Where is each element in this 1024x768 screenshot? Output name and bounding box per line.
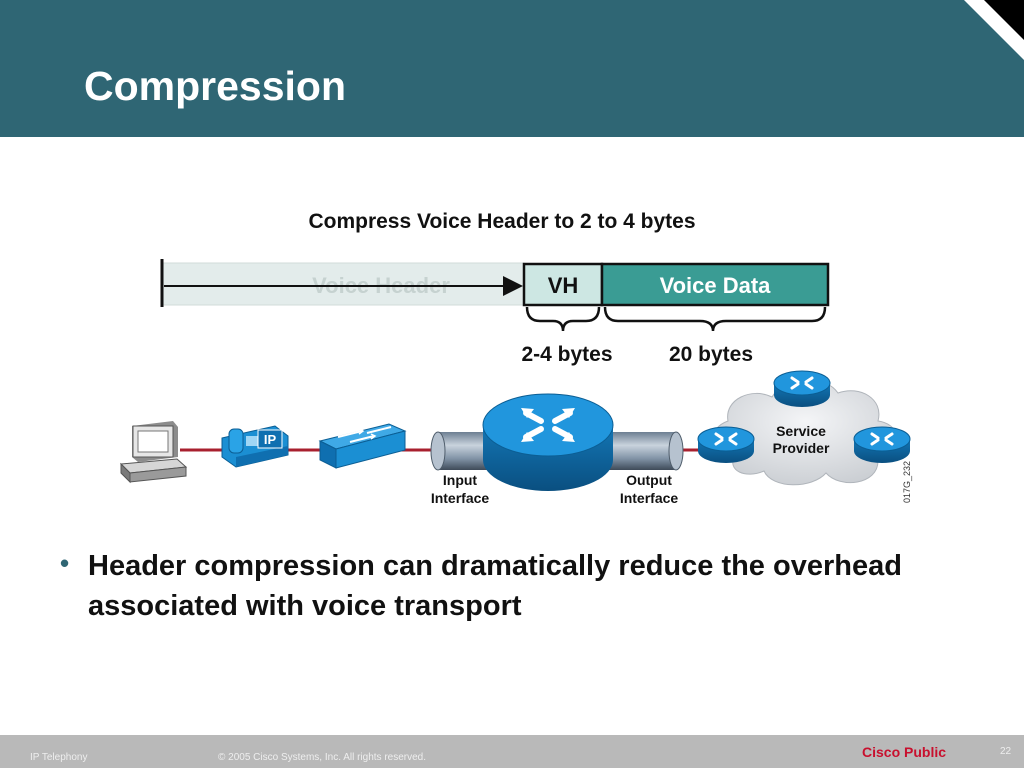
bullet-item: • Header compression can dramatically re… [60, 546, 940, 626]
phone-badge: IP [264, 432, 277, 447]
cloud-icon [713, 378, 899, 486]
data-size-brace [603, 306, 827, 332]
footer-copyright: © 2005 Cisco Systems, Inc. All rights re… [218, 752, 427, 763]
title-band [0, 0, 1024, 137]
footer-classification: Cisco Public [862, 744, 947, 760]
cloud-router-left-icon [697, 426, 755, 463]
bullet-dot-icon: • [60, 548, 70, 578]
data-size-label: 20 bytes [669, 343, 753, 366]
voice-data-box [600, 262, 830, 307]
compressed-header-label: VH [548, 273, 579, 298]
router-icon [482, 393, 614, 491]
original-header-strip [161, 262, 525, 306]
input-interface-label-line1: Input [443, 472, 478, 488]
footer-section: IP Telephony [30, 752, 88, 763]
diagram-heading: Compress Voice Header to 2 to 4 bytes [308, 210, 695, 233]
bullet-text: Header compression can dramatically redu… [88, 550, 902, 623]
output-interface-tube-end [668, 431, 684, 471]
header-size-brace [525, 306, 601, 332]
cloud-router-right-icon [853, 426, 911, 463]
compression-diagram: Compress Voice Header to 2 to 4 bytes Vo… [119, 210, 912, 506]
header-size-label: 2-4 bytes [521, 343, 612, 366]
figure-code: 017G_232 [902, 461, 912, 503]
voice-data-label: Voice Data [660, 273, 772, 298]
footer-band [0, 735, 1024, 768]
cloud-label-line1: Service [776, 423, 826, 439]
output-interface-label-line1: Output [626, 472, 672, 488]
slide-title: Compression [84, 63, 346, 109]
output-interface-label-line2: Interface [620, 490, 679, 506]
cloud-router-top-icon [773, 370, 831, 407]
bullet-list: • Header compression can dramatically re… [60, 546, 940, 626]
cloud-label-line2: Provider [773, 440, 830, 456]
switch-icon [318, 420, 407, 469]
corner-fold-icon [964, 0, 1024, 60]
input-interface-tube-end [430, 431, 446, 471]
ip-phone-icon: IP [221, 425, 289, 468]
input-interface-label-line2: Interface [431, 490, 490, 506]
compressed-header-box [522, 262, 604, 307]
page-number: 22 [1000, 746, 1012, 757]
computer-icon [119, 421, 188, 484]
